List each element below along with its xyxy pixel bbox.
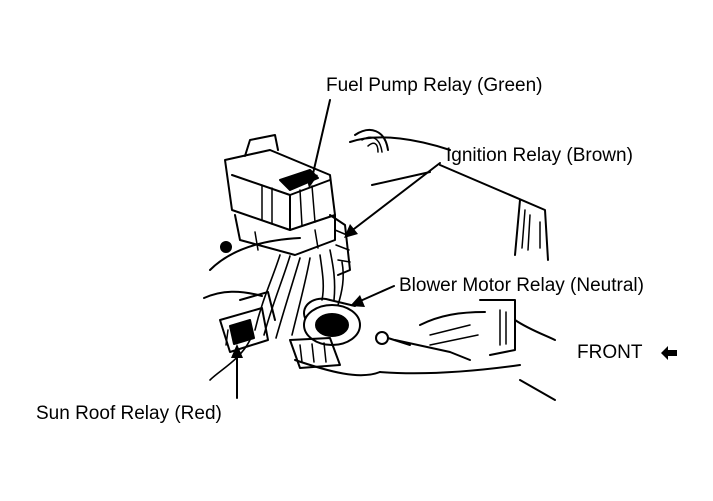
fuel-pump-relay	[220, 134, 336, 256]
ignition-relay-label: Ignition Relay (Brown)	[446, 145, 633, 166]
blower-motor-relay-label: Blower Motor Relay (Neutral)	[399, 275, 644, 296]
firewall-panel	[203, 129, 556, 401]
fuel-pump-arrowhead	[305, 172, 318, 188]
front-direction-label: FRONT	[577, 342, 643, 363]
wire-harness	[209, 249, 345, 381]
fuel-pump-relay-label: Fuel Pump Relay (Green)	[326, 75, 543, 96]
blower-motor-relay	[289, 297, 411, 369]
blower-arrowhead	[350, 295, 365, 307]
sunroof-arrowhead	[231, 344, 243, 358]
ignition-arrowhead	[344, 224, 358, 238]
sun-roof-relay	[219, 291, 276, 353]
blower-leader	[357, 285, 395, 303]
sun-roof-relay-label: Sun Roof Relay (Red)	[36, 403, 222, 424]
arrow-left-icon	[661, 346, 677, 360]
leader-lines	[236, 99, 441, 399]
ignition-relay	[329, 214, 351, 276]
ignition-leader	[349, 162, 441, 233]
fuel-pump-leader	[311, 99, 331, 179]
